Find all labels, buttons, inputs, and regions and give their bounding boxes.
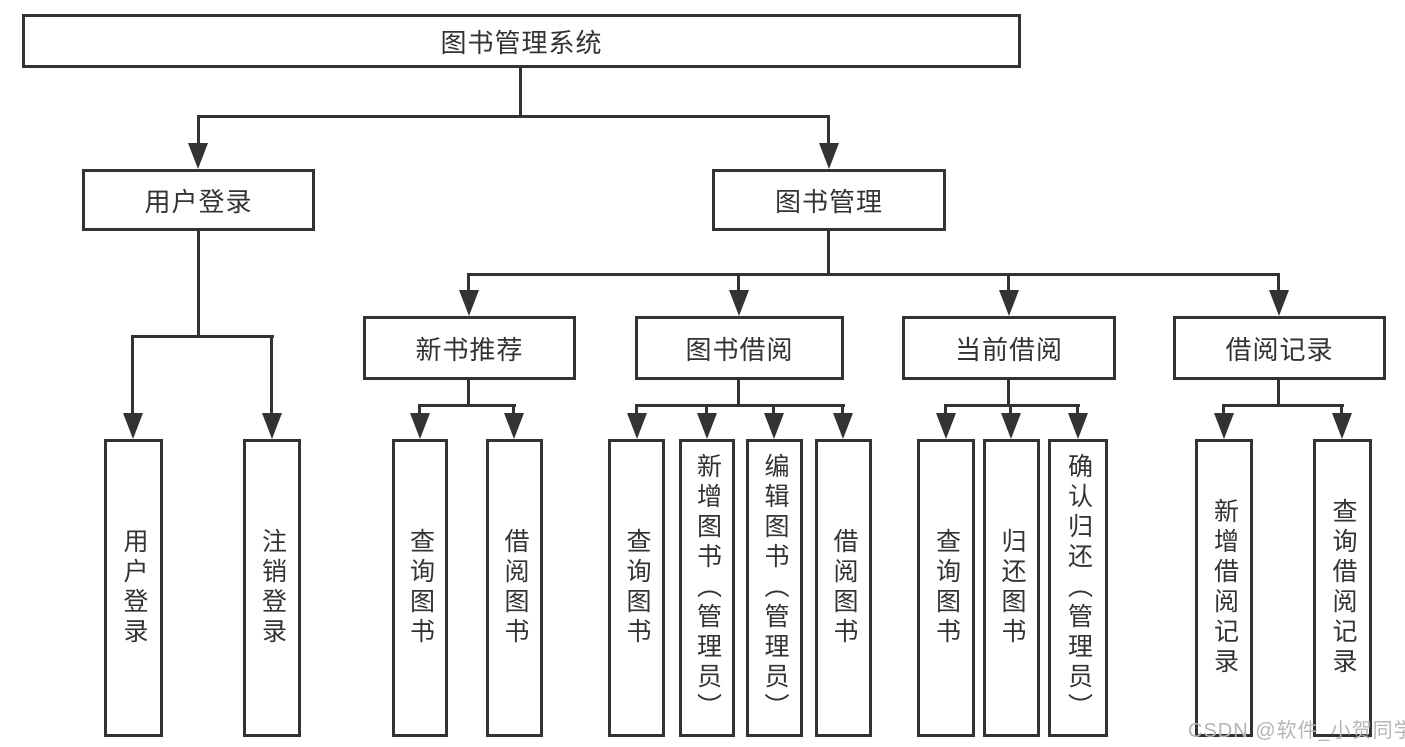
connector-stem [705,404,708,416]
connector-stem [1340,404,1343,416]
leaf-borrow-books: 借阅图书 [486,439,543,737]
connector-cb-vertical [1007,380,1010,407]
connector-stem-user-login [197,115,200,147]
connector-cb-horizontal [944,404,1080,407]
connector-book-management-vertical [827,231,830,276]
connector-stem [1076,404,1079,416]
arrow-down [123,413,143,439]
arrow-down [1214,413,1234,439]
connector-stem-current-borrow [1007,273,1010,295]
connector-stem [418,404,421,416]
connector-stem [944,404,947,416]
connector-stem [635,404,638,416]
leaf-confirm-return-admin: 确认归还（管理员） [1048,439,1108,737]
node-book-management: 图书管理 [712,169,946,231]
leaf-user-login: 用户登录 [104,439,163,737]
connector-stem [841,404,844,416]
connector-root-vertical [519,68,522,118]
leaf-return-books: 归还图书 [983,439,1040,737]
connector-nbr-vertical [467,380,470,407]
connector-stem [1222,404,1225,416]
connector-stem [512,404,515,416]
connector-stem-leaf-logout [270,335,273,417]
connector-level2-horizontal [197,115,830,118]
node-new-book-recommend: 新书推荐 [363,316,576,380]
connector-nbr-horizontal [418,404,516,407]
arrow-down [764,413,784,439]
connector-stem [772,404,775,416]
arrow-down [627,413,647,439]
arrow-down [188,143,208,169]
arrow-down [1001,413,1021,439]
leaf-borrow-books-2: 借阅图书 [815,439,872,737]
leaf-add-books-admin: 新增图书（管理员） [679,439,735,737]
arrow-down [459,290,479,316]
arrow-down [999,290,1019,316]
connector-stem-book-borrow [737,273,740,295]
node-user-login: 用户登录 [82,169,315,231]
connector-stem-leaf-user-login [131,335,134,417]
leaf-edit-books-admin: 编辑图书（管理员） [746,439,803,737]
arrow-down [410,413,430,439]
connector-bb-vertical [737,380,740,407]
arrow-down [504,413,524,439]
arrow-down [819,143,839,169]
arrow-down [729,290,749,316]
arrow-down [697,413,717,439]
arrow-down [1332,413,1352,439]
connector-stem-borrow-records [1277,273,1280,295]
arrow-down [833,413,853,439]
node-current-borrow: 当前借阅 [902,316,1116,380]
leaf-logout: 注销登录 [243,439,301,737]
connector-user-login-horizontal [131,335,274,338]
leaf-query-books-2: 查询图书 [608,439,665,737]
connector-br-vertical [1277,380,1280,407]
arrow-down [936,413,956,439]
leaf-query-books-3: 查询图书 [917,439,975,737]
connector-user-login-vertical [197,231,200,338]
watermark: CSDN @软件_小贺同学 [1188,720,1405,742]
connector-bb-horizontal [635,404,845,407]
node-book-borrow: 图书借阅 [635,316,844,380]
leaf-query-books: 查询图书 [392,439,448,737]
node-library-management-system: 图书管理系统 [22,14,1021,68]
arrow-down [1068,413,1088,439]
leaf-add-borrow-record: 新增借阅记录 [1195,439,1253,737]
arrow-down [1269,290,1289,316]
node-borrow-records: 借阅记录 [1173,316,1386,380]
leaf-query-borrow-record: 查询借阅记录 [1313,439,1372,737]
connector-br-horizontal [1222,404,1344,407]
connector-stem [1009,404,1012,416]
connector-level3-horizontal [467,273,1280,276]
connector-stem-book-management [827,115,830,147]
arrow-down [262,413,282,439]
connector-stem-new-book-recommend [467,273,470,295]
